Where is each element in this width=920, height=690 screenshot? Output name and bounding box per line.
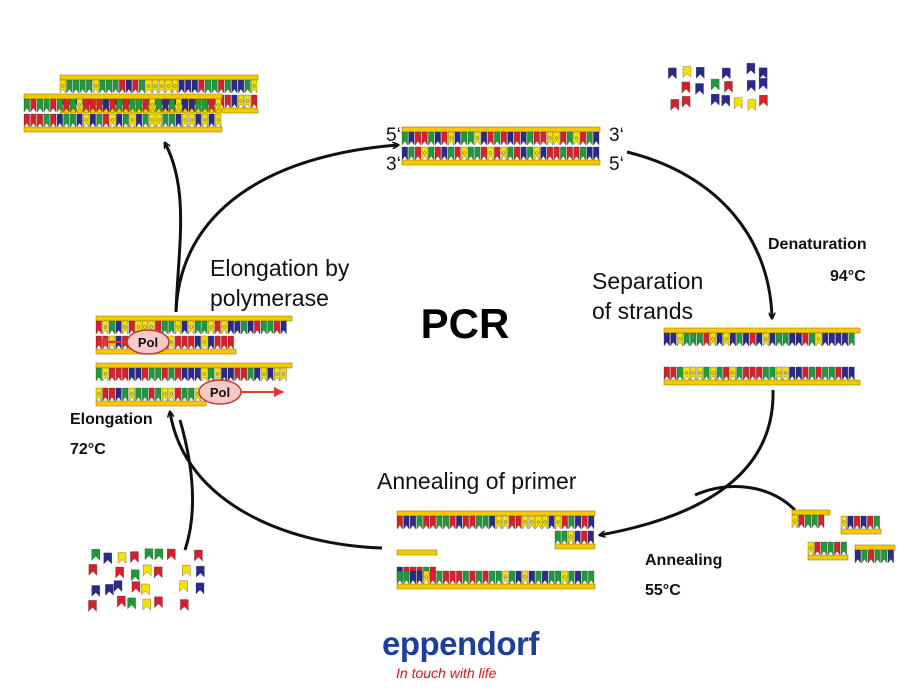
- denaturation-description-line-2: of strands: [592, 298, 693, 324]
- free-nucleotides-bottom: [88, 548, 205, 612]
- dna-template-start: [401, 126, 601, 166]
- brand-logo: eppendorf In touch with life: [382, 625, 541, 681]
- cycle-arrows: [165, 143, 797, 551]
- arrow-dntp-input: [178, 419, 195, 551]
- pol-label-top: Pol: [138, 335, 158, 350]
- arrow-to-elongation: [170, 412, 383, 550]
- polymerase-top: Pol: [97, 329, 170, 355]
- elongation-description: Elongation by polymerase: [210, 255, 356, 311]
- polymerase-bottom: Pol: [198, 379, 284, 405]
- pol-label-bottom: Pol: [210, 385, 230, 400]
- elongation-temp: 72°C: [70, 441, 106, 458]
- strand-end-bottom-left: 3‘: [386, 154, 401, 175]
- separated-strand-top: [663, 327, 861, 347]
- annealing-description: Annealing of primer: [377, 468, 577, 494]
- free-nucleotides-top: [668, 63, 768, 112]
- arrow-to-products: [165, 143, 183, 313]
- separated-strand-bottom: [663, 366, 861, 386]
- annealing-label: Annealing: [645, 552, 722, 569]
- brand-slogan: In touch with life: [396, 665, 497, 681]
- arrow-primer-input: [694, 485, 797, 512]
- elongation-description-line-2: polymerase: [210, 285, 329, 311]
- annealing-strand-bottom: [396, 549, 596, 590]
- denaturation-description: Separation of strands: [592, 268, 710, 324]
- arrow-to-denaturation: [626, 150, 772, 318]
- primers: [791, 509, 896, 564]
- annealing-strand-top: [396, 510, 596, 550]
- elongation-strand-top: [95, 315, 293, 355]
- annealing-temp: 55°C: [645, 582, 681, 599]
- denaturation-temp: 94°C: [830, 268, 866, 285]
- denaturation-label: Denaturation: [768, 236, 867, 253]
- arrow-to-annealing: [600, 389, 775, 535]
- brand-name: eppendorf: [382, 625, 540, 662]
- diagram-title: PCR: [421, 300, 510, 347]
- strand-end-bottom-right: 5‘: [609, 154, 624, 175]
- elongation-strand-bottom: [95, 362, 293, 407]
- elongation-label: Elongation: [70, 411, 153, 428]
- elongation-description-line-1: Elongation by: [210, 255, 350, 281]
- dna-product-2: [23, 93, 223, 133]
- denaturation-description-line-1: Separation: [592, 268, 703, 294]
- strand-end-top-left: 5‘: [386, 125, 401, 146]
- arrow-to-start: [174, 145, 398, 313]
- strand-end-top-right: 3‘: [609, 125, 624, 146]
